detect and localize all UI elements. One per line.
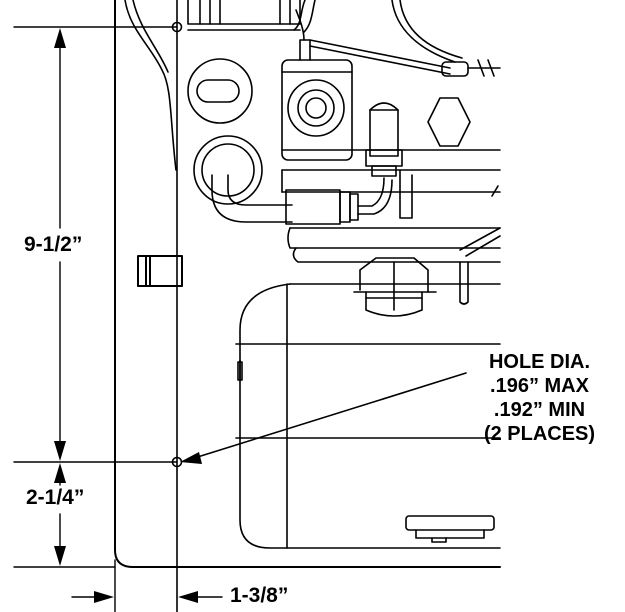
arrowhead-right bbox=[94, 591, 114, 603]
arrowhead-down-bottom bbox=[54, 546, 66, 566]
arrowhead-down-mid bbox=[54, 441, 66, 461]
dimension-label-9-1-2: 9-1/2” bbox=[24, 233, 83, 256]
unit-illustration bbox=[124, 0, 501, 549]
callout-line: HOLE DIA. bbox=[488, 351, 591, 373]
arrowhead-left bbox=[178, 591, 198, 603]
arrowhead-up-mid bbox=[54, 463, 66, 483]
callout-line: (2 PLACES) bbox=[483, 423, 596, 445]
arrowhead-up-top bbox=[54, 28, 66, 48]
callout-leader bbox=[187, 372, 467, 461]
dimension-label-1-3-8: 1-3/8” bbox=[230, 584, 289, 607]
callout-line: .196” MAX bbox=[490, 375, 589, 397]
callout-arrowhead bbox=[180, 452, 202, 464]
callout-line: .192” MIN bbox=[493, 399, 586, 421]
mounting-hole-top bbox=[171, 21, 183, 33]
clip-bracket bbox=[137, 255, 183, 287]
dimension-label-2-1-4: 2-1/4” bbox=[26, 486, 85, 509]
plate-outline bbox=[114, 0, 501, 568]
hole-diameter-callout: HOLE DIA. .196” MAX .192” MIN (2 PLACES) bbox=[457, 350, 622, 446]
